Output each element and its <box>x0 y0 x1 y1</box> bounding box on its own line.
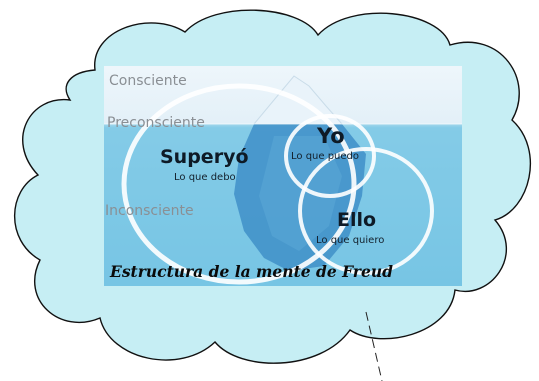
superego-subtitle: Lo que debo <box>174 172 236 183</box>
iceberg-image: Consciente Preconsciente Inconsciente Su… <box>104 66 462 286</box>
id-circle <box>298 147 434 275</box>
id-subtitle: Lo que quiero <box>316 235 385 246</box>
ego-subtitle: Lo que puedo <box>291 151 360 162</box>
level-unconscious: Inconsciente <box>105 203 194 219</box>
iceberg-graphic <box>104 75 462 286</box>
id-title: Ello <box>337 209 377 231</box>
diagram-caption: Estructura de la mente de Freud <box>110 262 393 281</box>
superego-title: Superyó <box>160 146 249 168</box>
superego-circle <box>121 83 357 285</box>
ego-circle <box>284 114 376 198</box>
level-conscious: Consciente <box>109 73 187 89</box>
cloud-tail-dash <box>365 311 383 381</box>
ego-title: Yo <box>317 124 345 148</box>
level-preconscious: Preconsciente <box>107 115 205 131</box>
